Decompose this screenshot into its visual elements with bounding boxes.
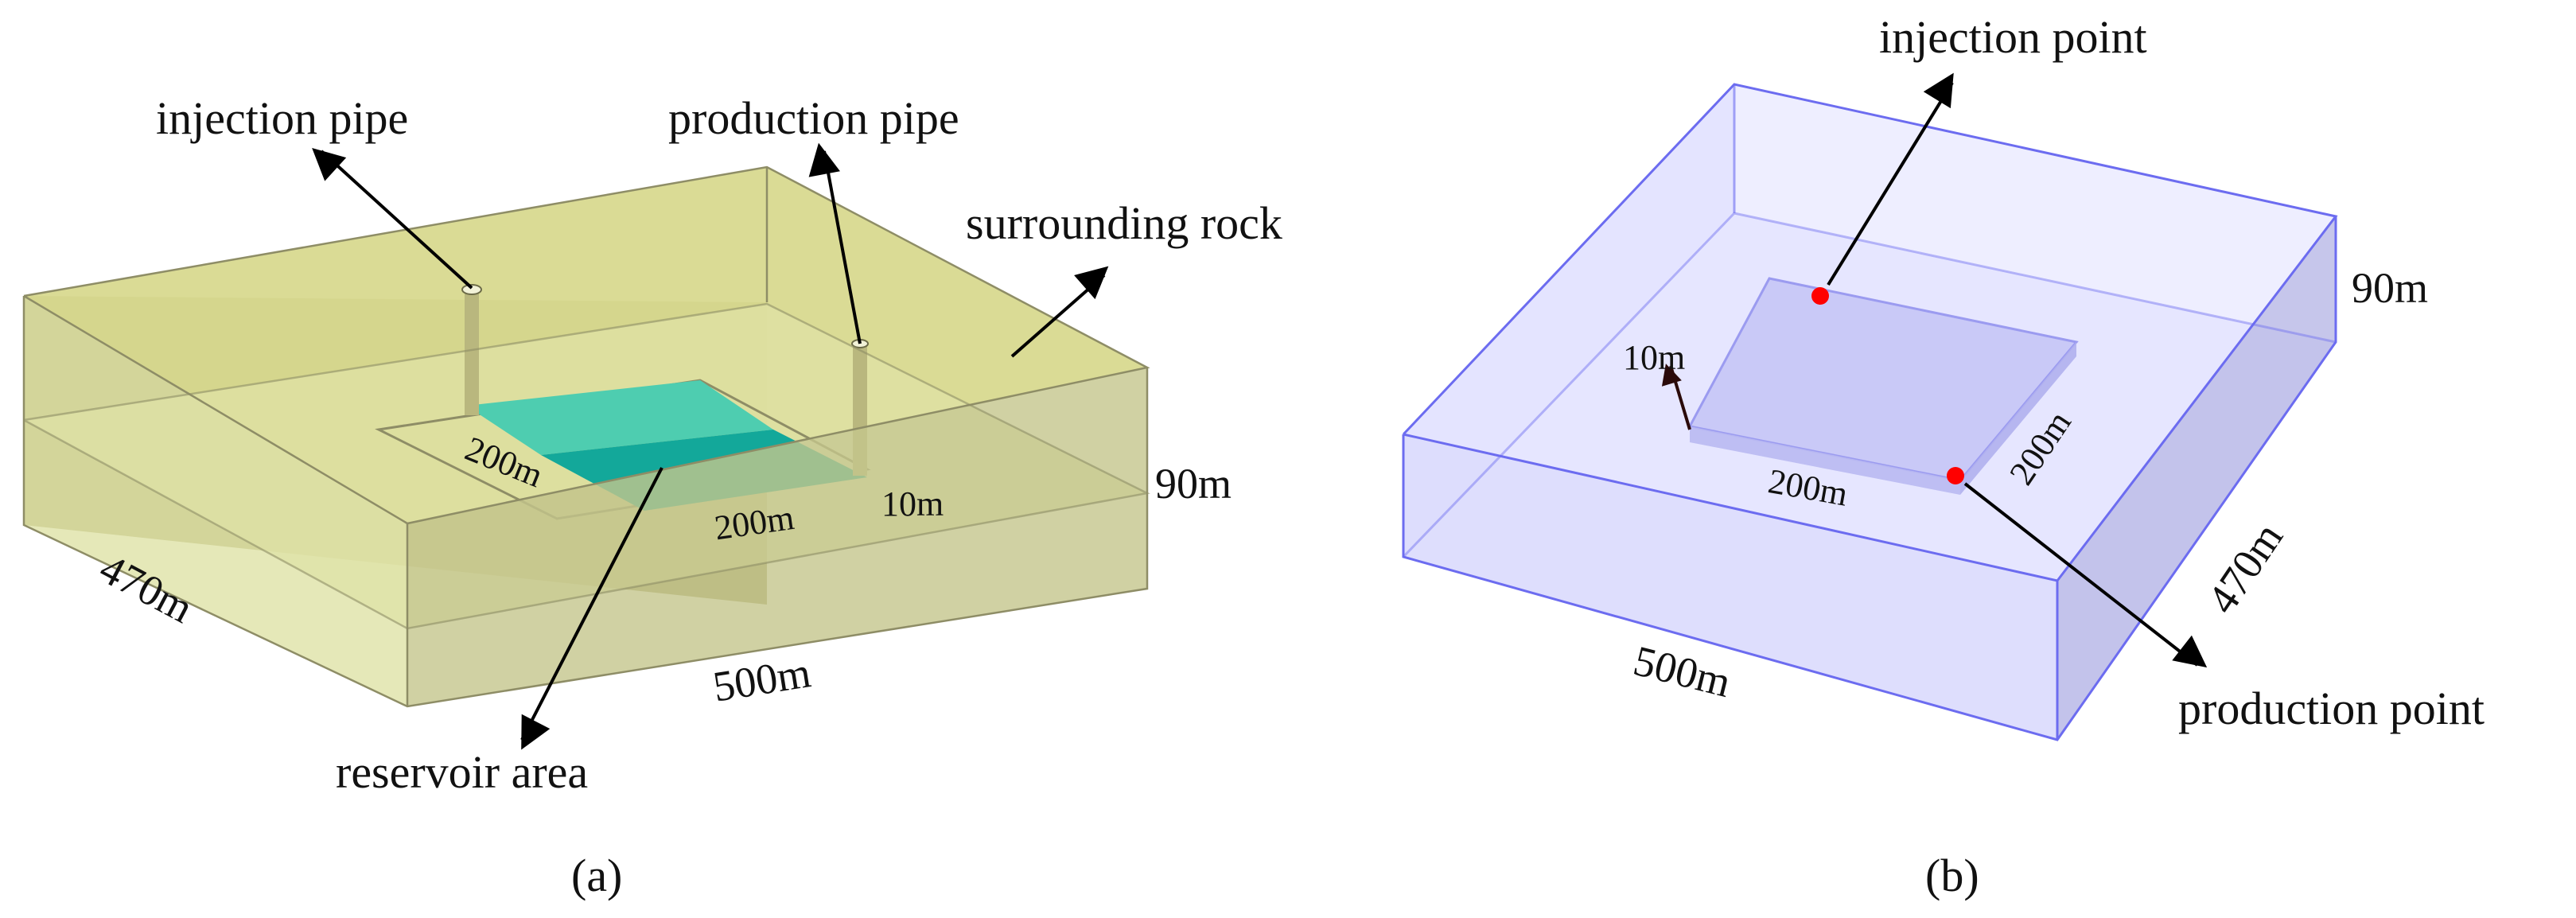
- arrow-injection-pipe: [312, 147, 473, 290]
- surrounding-rock-label: surrounding rock: [966, 197, 1282, 249]
- box-front-face: [1403, 434, 2057, 740]
- caption-b: (b): [1925, 850, 1979, 901]
- dim-a-height: 90m: [1155, 460, 1232, 508]
- arrow-surrounding-rock: [1010, 266, 1109, 358]
- rock-edges: [22, 165, 1150, 708]
- production-point-label: production point: [2178, 683, 2485, 734]
- production-point-marker: [1947, 467, 1964, 484]
- injection-pipe-top: [461, 284, 482, 295]
- dim-b-length: 500m: [1629, 636, 1736, 706]
- reservoir-slab-front: [1690, 426, 1960, 495]
- arrow-reservoir-height: [1661, 364, 1691, 430]
- injection-point-marker: [1811, 287, 1829, 305]
- box-edges: [1402, 83, 2338, 741]
- rock-right-face: [407, 368, 1147, 706]
- reservoir-far-half: [466, 380, 773, 455]
- rock-front-face: [24, 296, 407, 706]
- dim-b-height: 90m: [2352, 264, 2428, 312]
- production-pipe-label: production pipe: [668, 92, 959, 144]
- panel-a: injection pipe production pipe surroundi…: [22, 92, 1282, 901]
- arrow-injection-point: [1827, 72, 1954, 286]
- panel-b: injection point production point 90m 500…: [1402, 11, 2485, 901]
- caption-a: (a): [571, 850, 622, 901]
- arrow-reservoir-area: [520, 467, 663, 750]
- arrow-production-point: [1963, 482, 2208, 668]
- dim-b-reservoir-h: 10m: [1623, 338, 1685, 377]
- reservoir-slab-right: [1960, 342, 2076, 495]
- reservoir-area-label: reservoir area: [336, 746, 588, 798]
- injection-pipe-shaft: [465, 288, 479, 415]
- dim-b-width: 470m: [2198, 514, 2293, 622]
- injection-pipe-label: injection pipe: [156, 92, 408, 144]
- dim-a-length: 500m: [710, 648, 814, 711]
- dim-a-reservoir-h: 10m: [881, 484, 944, 523]
- injection-point-label: injection point: [1879, 11, 2147, 63]
- arrow-production-pipe: [808, 142, 862, 344]
